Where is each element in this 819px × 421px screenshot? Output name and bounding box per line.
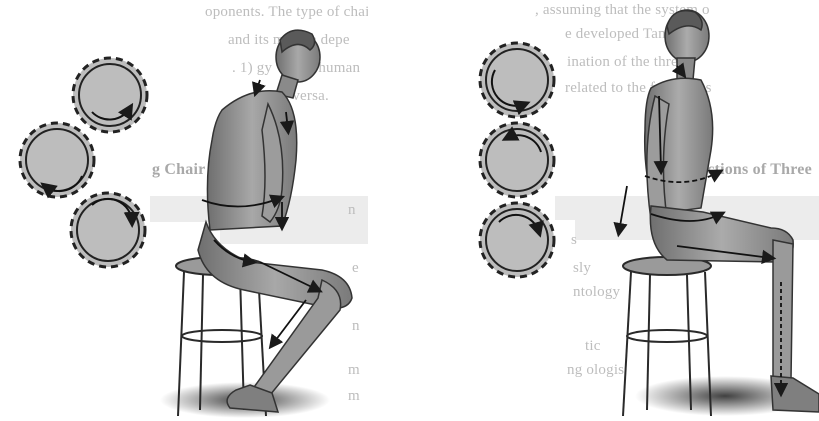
- gear-icon: [73, 58, 147, 132]
- upright-illustration: [455, 0, 819, 421]
- upright-figure: [645, 10, 819, 412]
- slumped-figure: [198, 30, 352, 412]
- gear-icon: [480, 123, 554, 197]
- slumped-illustration: [0, 0, 368, 421]
- gear-icon: [20, 123, 94, 197]
- right-panel-upright-posture: , assuming that the system o e developed…: [455, 0, 819, 421]
- gear-icon: [480, 203, 554, 277]
- gear-icon: [71, 193, 145, 267]
- left-panel-slumped-posture: oponents. The type of chai and its muscl…: [0, 0, 368, 421]
- gear-icon: [480, 43, 554, 117]
